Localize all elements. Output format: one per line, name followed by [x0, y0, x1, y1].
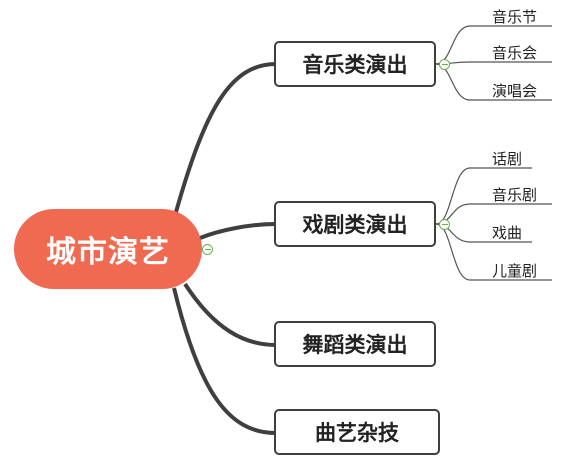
branch-label: 音乐类演出 [302, 53, 408, 77]
leaf-node[interactable]: 戏曲 [492, 224, 523, 242]
link-root-branch-3 [183, 282, 277, 347]
link-b2-leaf-2 [435, 203, 552, 225]
leaf-node[interactable]: 音乐会 [492, 44, 538, 62]
leaf-node[interactable]: 演唱会 [492, 82, 538, 100]
branch-label: 曲艺杂技 [315, 421, 399, 445]
link-root-branch-4 [172, 287, 277, 435]
root-collapse-icon[interactable] [202, 244, 213, 255]
branch-node-quyi[interactable]: 曲艺杂技 [274, 409, 440, 455]
branch-music-collapse-icon[interactable] [439, 59, 450, 70]
root-node[interactable]: 城市演艺 [14, 209, 202, 289]
leaf-node[interactable]: 话剧 [492, 150, 523, 168]
leaf-node[interactable]: 音乐节 [492, 8, 538, 26]
leaf-node[interactable]: 儿童剧 [492, 262, 538, 280]
branch-node-dance[interactable]: 舞蹈类演出 [274, 321, 436, 367]
leaf-node[interactable]: 音乐剧 [492, 186, 538, 204]
branch-node-music[interactable]: 音乐类演出 [274, 41, 436, 87]
link-root-branch-1 [174, 62, 277, 213]
branch-node-drama[interactable]: 戏剧类演出 [274, 201, 436, 247]
branch-label: 戏剧类演出 [302, 213, 408, 237]
branch-drama-collapse-icon[interactable] [439, 219, 450, 230]
branch-label: 舞蹈类演出 [302, 333, 408, 357]
link-root-branch-2 [199, 222, 277, 240]
root-label: 城市演艺 [46, 235, 170, 270]
